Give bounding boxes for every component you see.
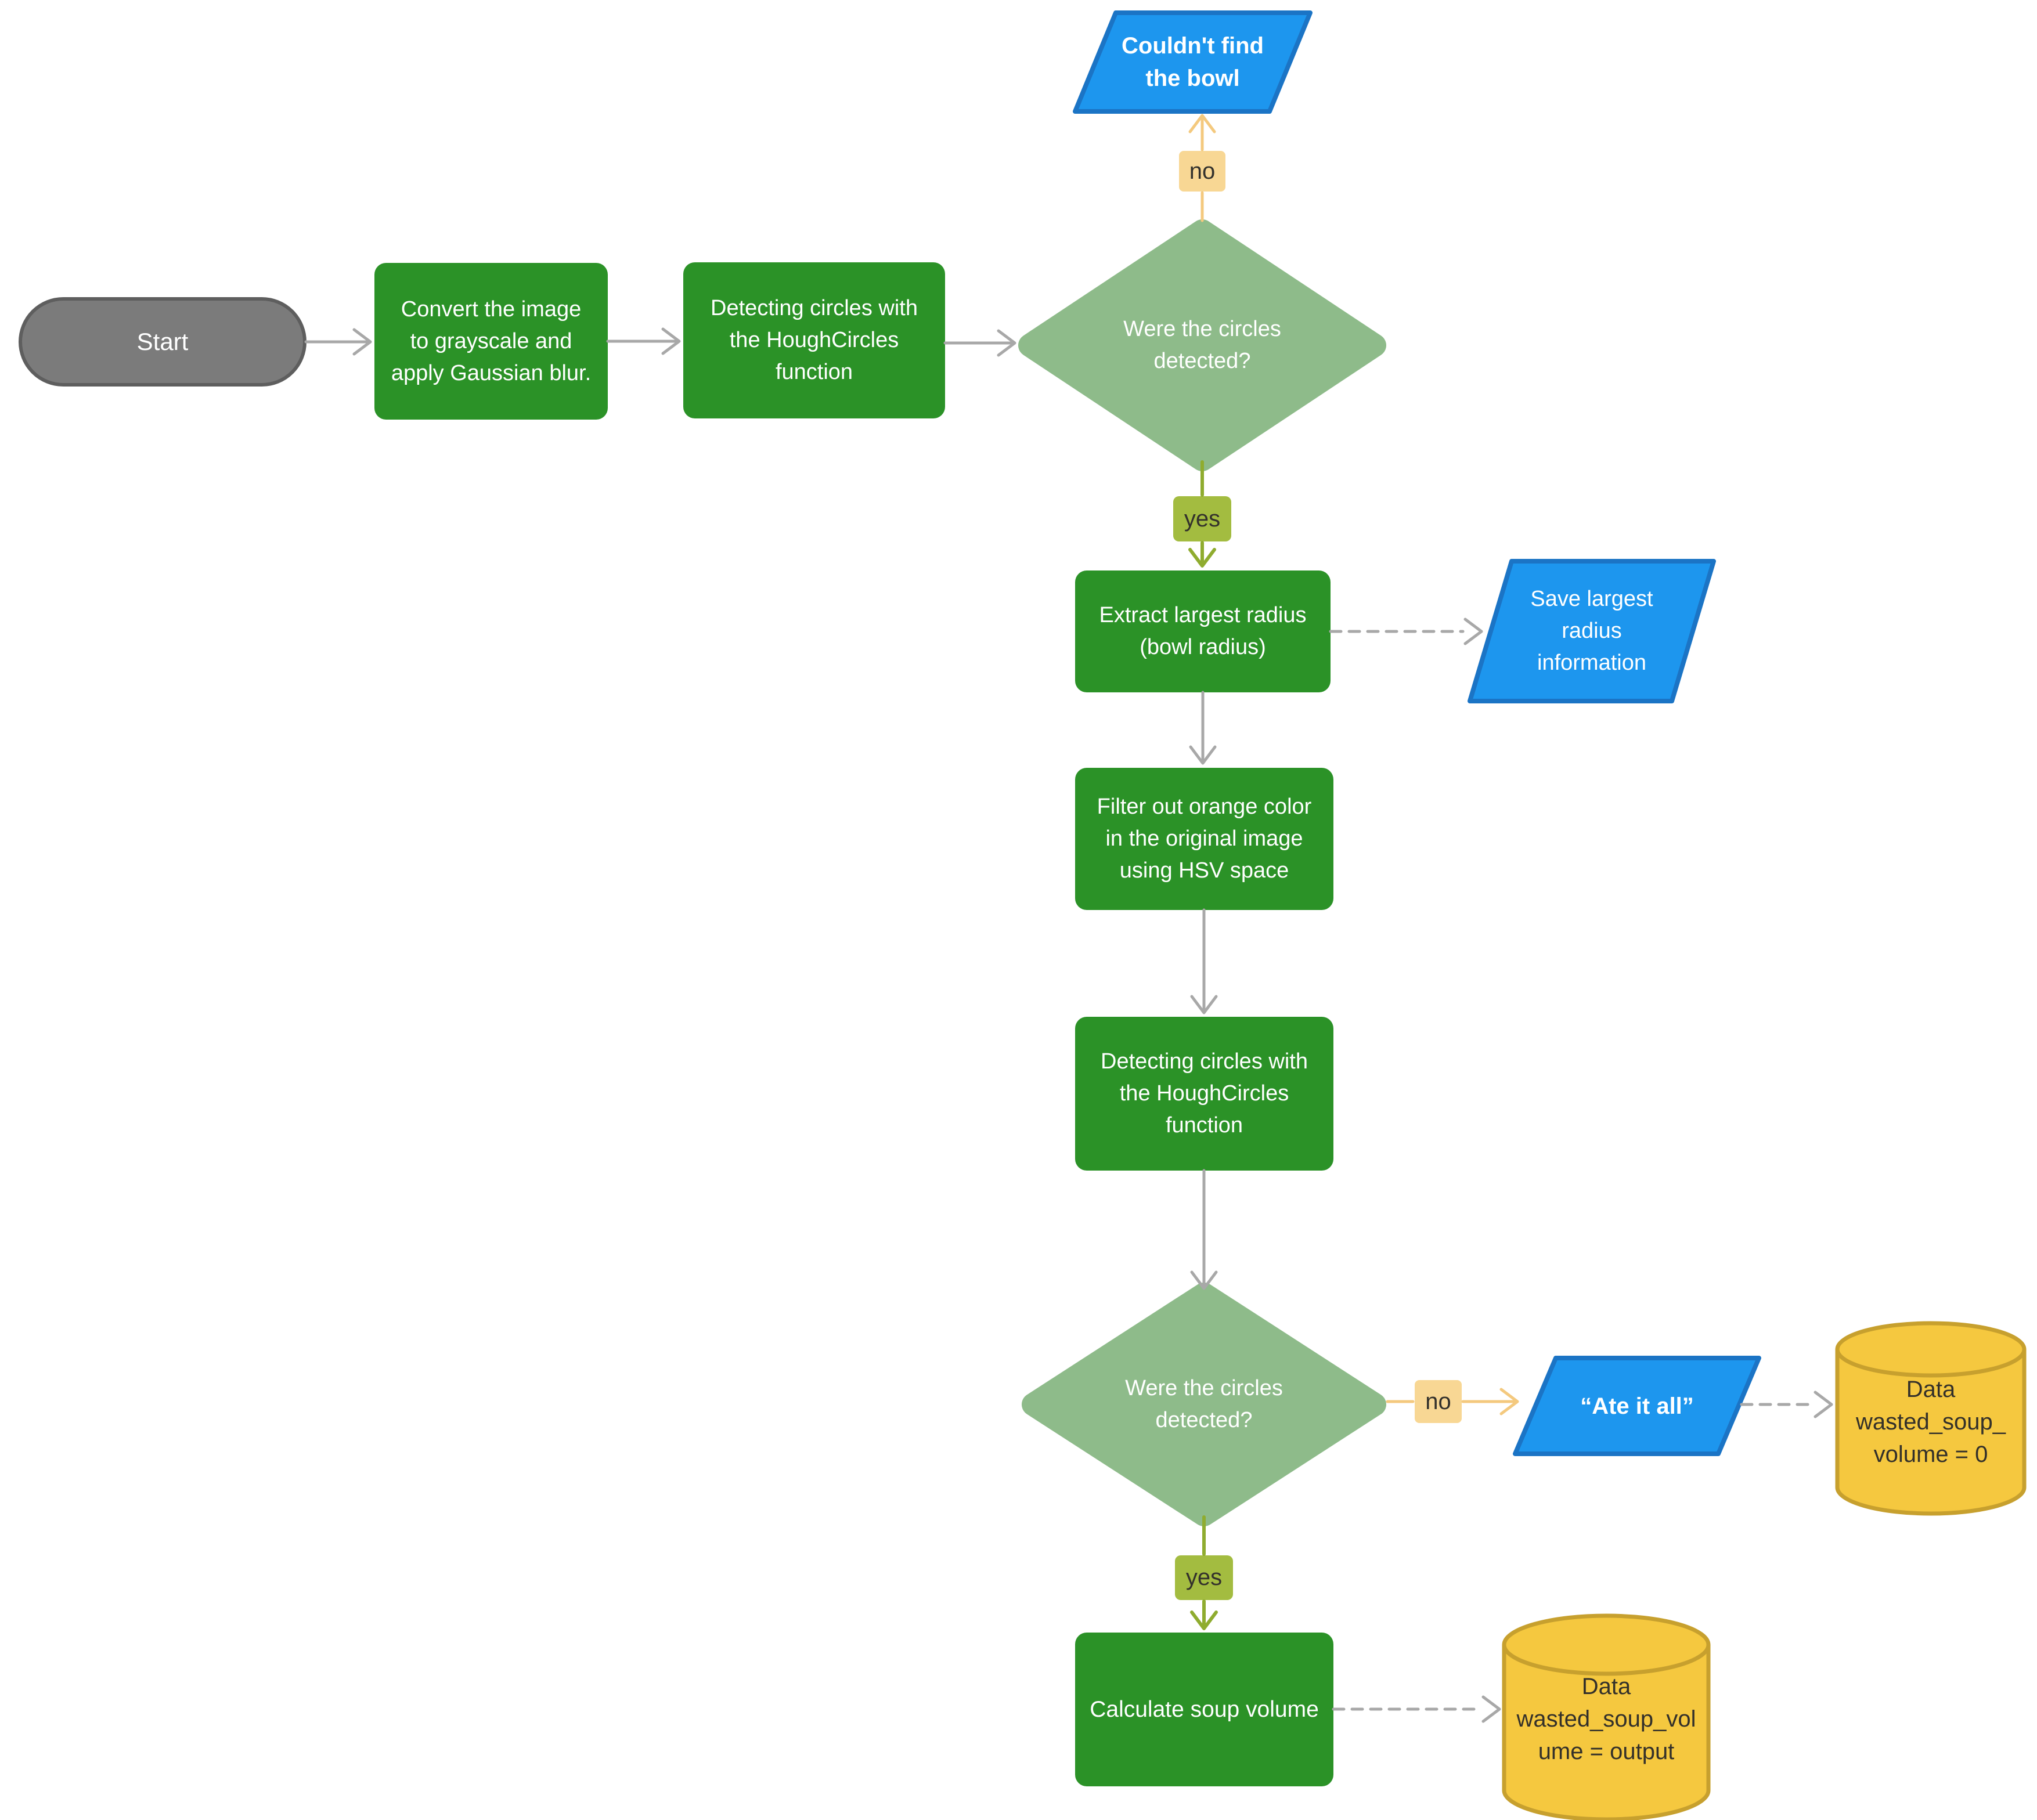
arrowhead-down-icon	[1188, 548, 1216, 568]
arrowhead-right-icon	[1499, 1388, 1519, 1415]
decision-circles-detected-1-shape	[1018, 219, 1386, 471]
io-save-radius-shape	[1468, 559, 1716, 703]
data-cylinder-volume-output-shape	[1502, 1613, 1711, 1820]
yes-connectors	[1188, 460, 1218, 1630]
no-connectors	[1188, 114, 1519, 1415]
decision-circles-detected-2-shape	[1022, 1283, 1386, 1526]
process-grayscale-shape	[374, 263, 608, 420]
arrowhead-up-icon	[1188, 114, 1216, 133]
process-hough2-shape	[1075, 1017, 1333, 1171]
edge-no1-badge	[1179, 151, 1225, 192]
arrowhead-right-icon	[997, 329, 1016, 357]
arrowhead-right-icon	[1481, 1695, 1501, 1723]
edge-yes1-badge	[1173, 496, 1231, 541]
arrowhead-down-icon	[1190, 1610, 1218, 1630]
edge-no2-badge	[1415, 1380, 1462, 1423]
start-terminator-shape	[19, 297, 307, 387]
edge-yes2-badge	[1175, 1555, 1233, 1600]
arrowhead-right-icon	[661, 327, 681, 355]
arrowhead-down-icon	[1190, 995, 1218, 1014]
process-extract-radius-shape	[1075, 570, 1331, 692]
arrowhead-right-icon	[352, 328, 372, 356]
gray-connectors	[304, 327, 1833, 1723]
io-couldnt-find-bowl-shape	[1073, 10, 1313, 114]
arrowhead-down-icon	[1189, 745, 1217, 765]
arrowhead-right-icon	[1463, 618, 1483, 645]
arrowhead-down-icon	[1190, 1270, 1218, 1290]
data-cylinder-volume-zero-shape	[1835, 1321, 2027, 1516]
arrowhead-right-icon	[1814, 1391, 1833, 1418]
process-calculate-volume-shape	[1075, 1633, 1333, 1786]
io-ate-it-all-shape	[1513, 1356, 1761, 1456]
process-filter-orange-shape	[1075, 768, 1333, 910]
process-hough1-shape	[683, 262, 945, 418]
